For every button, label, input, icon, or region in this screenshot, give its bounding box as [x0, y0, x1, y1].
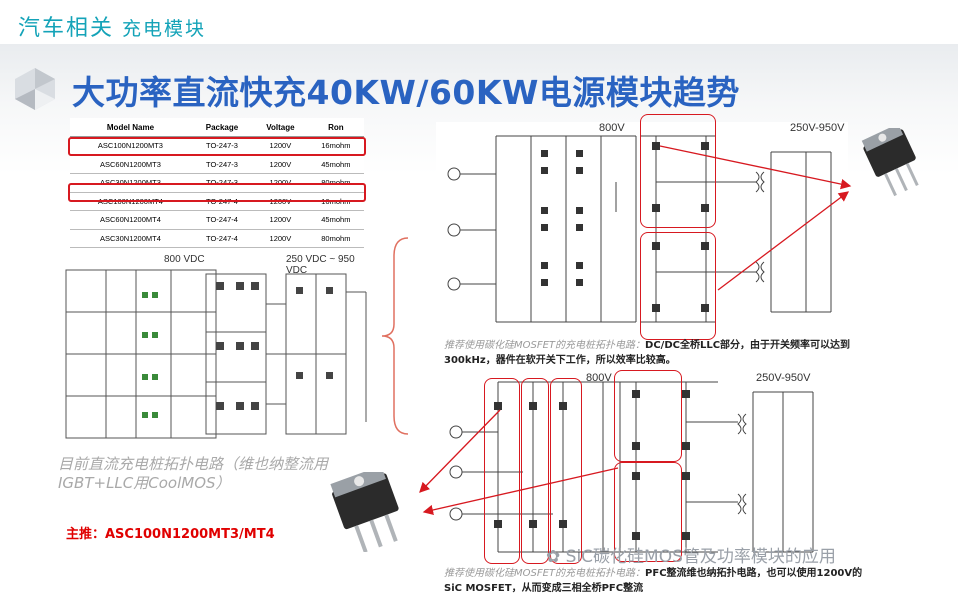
top-note: 推荐使用碳化硅MOSFET的充电桩拓扑电路：DC/DC全桥LLC部分，由于开关频…: [444, 338, 924, 368]
table-cell: TO-247-3: [190, 173, 254, 193]
table-cell: 1200V: [253, 155, 308, 174]
table-cell: 45mohm: [307, 210, 364, 230]
table-row: ASC30N1200MT3 TO-247-3 1200V 80mohm: [70, 173, 364, 193]
bottom-note-text2: SiC MOSFET，从而变成三相全桥PFC整流: [444, 583, 644, 594]
table-row: ASC60N1200MT3 TO-247-3 1200V 45mohm: [70, 155, 364, 174]
table-cell: ASC30N1200MT3: [70, 173, 191, 193]
bottom-note-italic: 推荐使用碳化硅MOSFET的充电桩拓扑电路：: [444, 568, 646, 579]
top-note-text1: DC/DC全桥LLC部分，由于开关频率可以达到: [645, 340, 851, 351]
col-header: Model Name: [70, 118, 191, 137]
main-pick-label: 主推：ASC100N1200MT3/MT4: [66, 527, 275, 542]
highlight-box-llc-upper: [640, 114, 716, 228]
table-cell: 45mohm: [307, 155, 364, 174]
top-vin-label: 800V: [599, 122, 625, 134]
watermark-label: SiC碳化硅MOS管及功率模块的应用: [565, 547, 836, 567]
bottom-note-text1: PFC整流维也纳拓扑电路，也可以使用1200V的: [645, 568, 863, 579]
table-cell: TO-247-4: [190, 210, 254, 230]
highlight-box-dcdc-upper: [614, 370, 682, 462]
left-circuit-diagram: 800 VDC 250 VDC ~ 950 VDC: [56, 252, 376, 448]
spec-table-header: Model Name Package Voltage Ron: [70, 118, 364, 137]
table-row: ASC30N1200MT4 TO-247-4 1200V 80mohm: [70, 229, 364, 248]
table-cell: TO-247-3: [190, 155, 254, 174]
table-cell: ASC60N1200MT3: [70, 155, 191, 174]
top-vout-label: 250V-950V: [790, 122, 845, 134]
table-cell: TO-247-4: [190, 229, 254, 248]
highlight-box-pfc-leg1: [484, 378, 520, 564]
watermark-text: ✿ SiC碳化硅MOS管及功率模块的应用: [546, 542, 836, 567]
table-cell: 1200V: [253, 229, 308, 248]
col-header: Package: [190, 118, 254, 137]
wechat-icon: ✿: [546, 547, 566, 567]
highlight-box-llc-lower: [640, 232, 716, 340]
table-row: ASC60N1200MT4 TO-247-4 1200V 45mohm: [70, 210, 364, 230]
highlight-box-pfc-leg2: [521, 378, 549, 564]
highlight-box-pfc-leg3: [550, 378, 582, 564]
bottom-note: 推荐使用碳化硅MOSFET的充电桩拓扑电路：PFC整流维也纳拓扑电路，也可以使用…: [444, 566, 934, 596]
top-note-text2: 300kHz，器件在软开关下工作，所以效率比较高。: [444, 355, 676, 366]
slide-headline: 大功率直流快充40KW/60KW电源模块趋势: [72, 73, 740, 112]
bottom-vin-label: 800V: [586, 372, 612, 384]
section-title-main: 汽车相关: [18, 16, 115, 41]
section-title-sub: 充电模块: [122, 18, 207, 40]
to247-transistor-left-icon: [330, 472, 399, 552]
col-header: Voltage: [253, 118, 308, 137]
curly-brace-icon: [381, 237, 409, 435]
bottom-vout-label: 250V-950V: [756, 372, 811, 384]
to247-transistor-right-icon: [861, 128, 919, 197]
highlight-row-mt4: [68, 183, 366, 202]
table-cell: 80mohm: [307, 173, 364, 193]
left-vin-label: 800 VDC: [164, 254, 205, 265]
top-note-italic: 推荐使用碳化硅MOSFET的充电桩拓扑电路：: [444, 340, 646, 351]
table-cell: 1200V: [253, 210, 308, 230]
table-cell: 1200V: [253, 173, 308, 193]
left-vout-label: 250 VDC ~ 950 VDC: [286, 254, 355, 276]
table-cell: 80mohm: [307, 229, 364, 248]
hexagon-logo-icon: [15, 68, 55, 110]
table-cell: ASC60N1200MT4: [70, 210, 191, 230]
header-bar: 汽车相关充电模块: [0, 0, 958, 44]
left-circuit-schematic: [65, 269, 367, 439]
highlight-row-mt3: [68, 137, 366, 156]
left-circuit-caption: 目前直流充电桩拓扑电路（维也纳整流用IGBT+LLC用CoolMOS）: [58, 455, 329, 492]
table-cell: ASC30N1200MT4: [70, 229, 191, 248]
table-row: ASC100N1200MT3 TO-247-3 1200V 16mohm: [70, 136, 364, 156]
col-header: Ron: [307, 118, 364, 137]
section-title: 汽车相关充电模块: [18, 10, 206, 42]
